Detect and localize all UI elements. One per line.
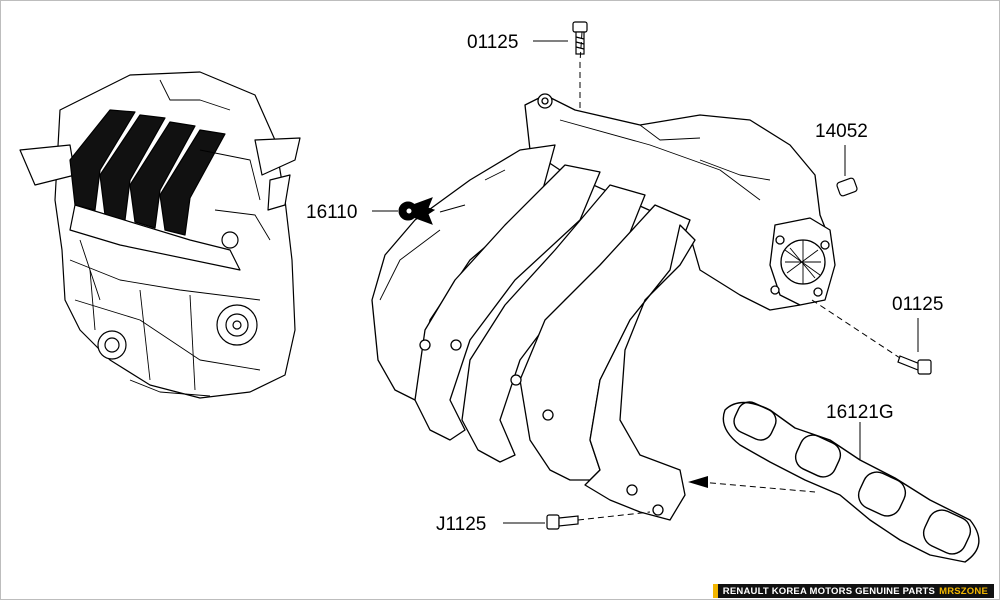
part-label-bolt-bottom: J1125 xyxy=(436,514,486,535)
bolt-right-icon xyxy=(897,355,932,375)
sleeve-14052-icon xyxy=(836,177,858,197)
footer-brand: MRSZONE xyxy=(939,585,988,597)
bolt-bottom-icon xyxy=(546,514,579,530)
clip-16110-icon xyxy=(398,197,436,225)
footer-text: RENAULT KOREA MOTORS GENUINE PARTS xyxy=(722,585,936,597)
manifold-gasket xyxy=(722,401,980,563)
leader-lines xyxy=(372,31,919,524)
part-label-bolt-right: 01125 xyxy=(892,294,943,315)
part-labels: 01125 14052 16110 01125 16121G J1125 xyxy=(306,32,943,535)
engine-assembly xyxy=(19,71,301,399)
part-label-gasket: 16121G xyxy=(826,402,894,423)
part-label-clip: 16110 xyxy=(306,202,357,223)
part-label-sleeve: 14052 xyxy=(815,121,868,142)
bolt-top-icon xyxy=(572,21,588,55)
arrow-icon xyxy=(688,476,708,488)
intake-manifold xyxy=(371,93,836,521)
footer-accent-bar xyxy=(712,584,718,598)
footer-watermark: RENAULT KOREA MOTORS GENUINE PARTS MRSZO… xyxy=(712,584,994,598)
part-label-bolt-top: 01125 xyxy=(467,32,518,53)
